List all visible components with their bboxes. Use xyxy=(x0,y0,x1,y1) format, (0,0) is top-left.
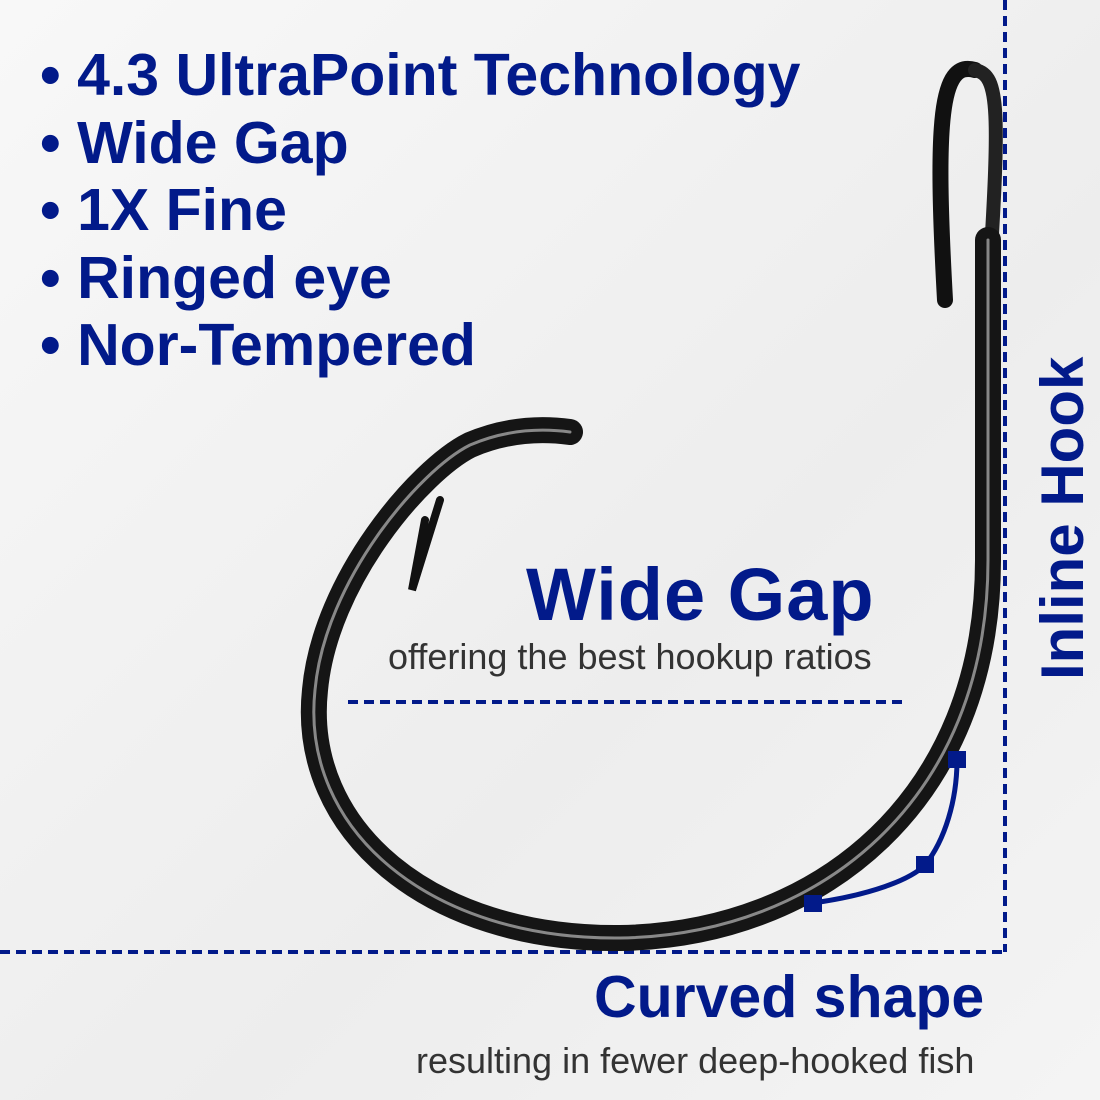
fishing-hook-icon xyxy=(300,61,1003,952)
wide-gap-subtitle: offering the best hookup ratios xyxy=(388,636,872,677)
curved-shape-subtitle: resulting in fewer deep-hooked fish xyxy=(416,1040,975,1081)
feature-item: Nor-Tempered xyxy=(40,312,800,380)
dashed-guides xyxy=(0,0,1007,954)
feature-item: 1X Fine xyxy=(40,177,800,245)
wide-gap-title: Wide Gap xyxy=(526,553,875,636)
inline-hook-label: Inline Hook xyxy=(1029,356,1096,680)
curve-indicator-icon xyxy=(804,751,966,912)
feature-item: 4.3 UltraPoint Technology xyxy=(40,42,800,110)
feature-item: Wide Gap xyxy=(40,110,800,178)
feature-list: 4.3 UltraPoint Technology Wide Gap 1X Fi… xyxy=(40,42,800,380)
curved-shape-title: Curved shape xyxy=(594,964,985,1030)
feature-item: Ringed eye xyxy=(40,245,800,313)
